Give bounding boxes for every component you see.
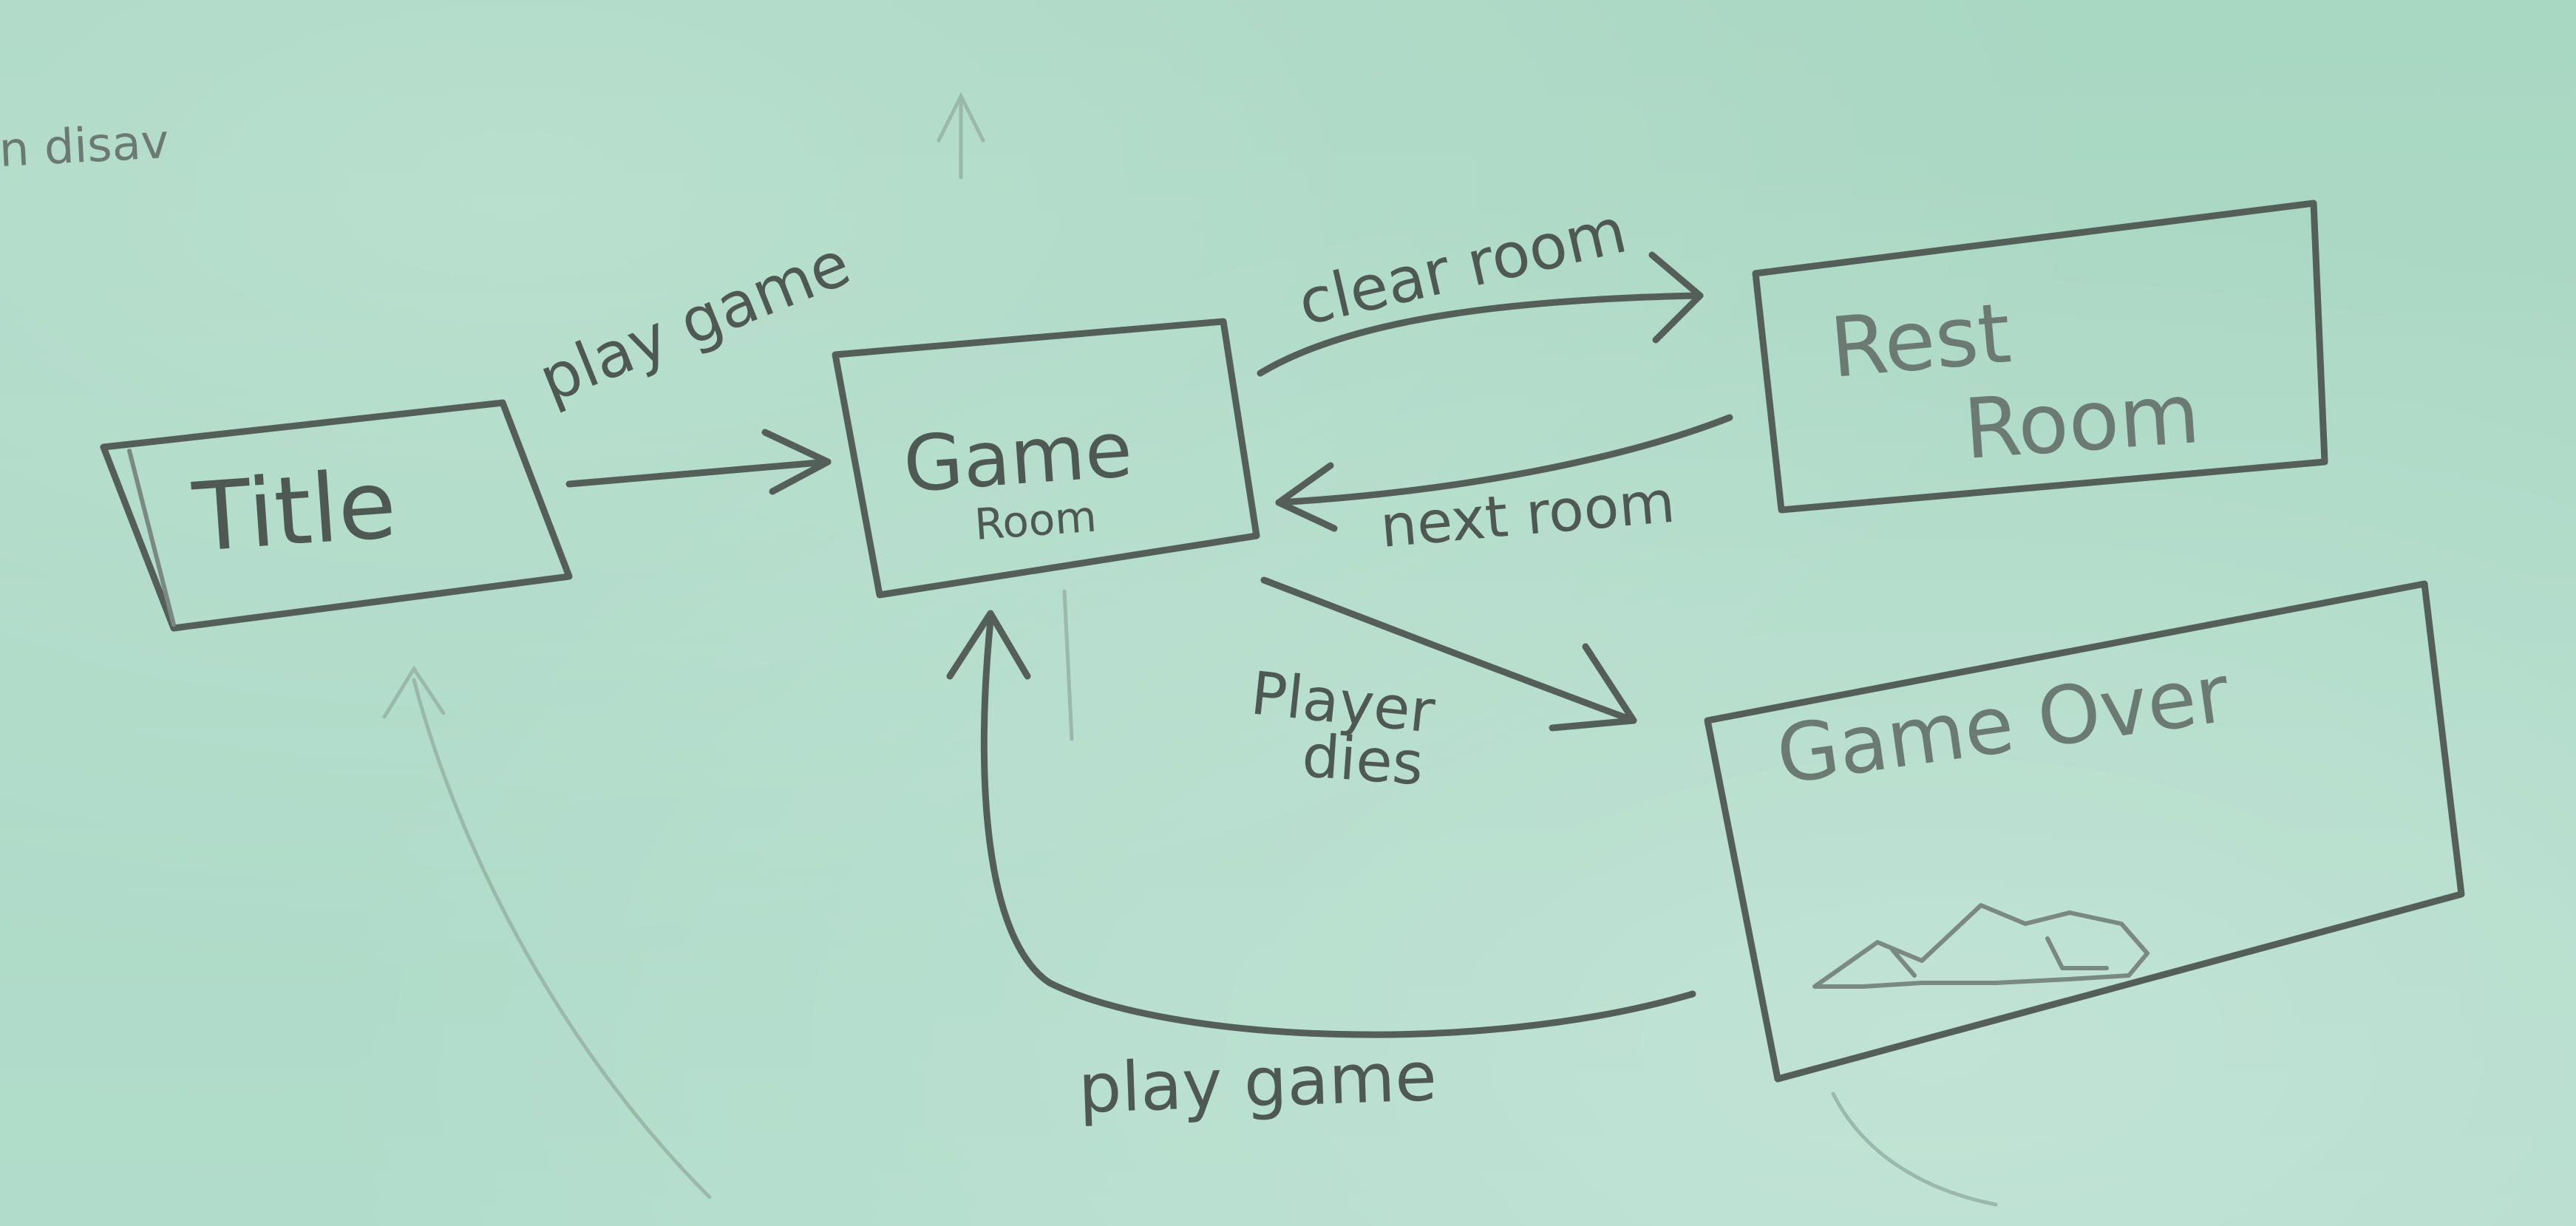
erased-arrow-head-left — [382, 665, 446, 719]
erased-arrow-top — [937, 92, 985, 180]
rest-room-label-line2: Room — [1961, 366, 2203, 478]
edge-title-to-game-room-label: play game — [529, 227, 860, 417]
edge-rest-room-to-game-room-arrowhead — [1275, 462, 1338, 532]
rest-room-label-line1: Rest — [1826, 285, 2014, 397]
edge-rest-room-to-game-room: next room — [1275, 414, 1733, 561]
title-box-overstroke — [127, 449, 176, 627]
edge-game-room-to-rest-room: clear room — [1257, 194, 1704, 377]
edge-game-room-to-game-over-arrowhead — [1549, 643, 1637, 732]
game-room-label-line1: Game — [900, 404, 1135, 510]
edge-game-over-to-game-room-line — [980, 617, 1696, 1038]
state-game-over: Game Over — [1704, 580, 2465, 1083]
state-title: Title — [100, 399, 573, 632]
game-room-label-line2: Room — [973, 491, 1098, 550]
erased-line-center — [1062, 589, 1074, 741]
edge-game-room-to-rest-room-arrowhead — [1648, 251, 1704, 344]
margin-note: n disav — [0, 115, 170, 178]
edge-title-to-game-room-line — [565, 458, 832, 488]
edge-game-over-to-game-room: play game — [946, 610, 1696, 1128]
edge-game-over-to-game-room-label: play game — [1077, 1037, 1438, 1128]
fallen-figure-doodle — [1812, 903, 2150, 989]
edge-game-room-to-game-over-line — [1260, 576, 1637, 724]
game-room-box — [832, 318, 1260, 599]
edge-game-room-to-game-over: Player dies — [1248, 576, 1637, 798]
edge-game-over-to-game-room-arrowhead — [946, 610, 1031, 680]
erased-loop-bottom-right — [1831, 1092, 1998, 1207]
state-rest-room: Rest Room — [1752, 200, 2328, 514]
erased-arrow-left — [412, 678, 712, 1199]
edge-game-room-to-rest-room-line — [1257, 292, 1704, 377]
state-game-room: Game Room — [832, 318, 1260, 599]
rest-room-box — [1752, 200, 2328, 514]
edge-title-to-game-room: play game — [529, 227, 860, 495]
title-box — [100, 399, 573, 632]
edge-rest-room-to-game-room-label: next room — [1378, 469, 1678, 560]
game-over-label: Game Over — [1771, 647, 2235, 803]
edge-game-room-to-game-over-label-line2: dies — [1300, 721, 1426, 798]
edge-game-room-to-rest-room-label: clear room — [1291, 194, 1633, 339]
edge-rest-room-to-game-room-line — [1275, 414, 1733, 506]
edge-title-to-game-room-arrowhead — [761, 429, 832, 495]
game-over-box — [1704, 580, 2465, 1083]
title-label: Title — [189, 449, 400, 573]
